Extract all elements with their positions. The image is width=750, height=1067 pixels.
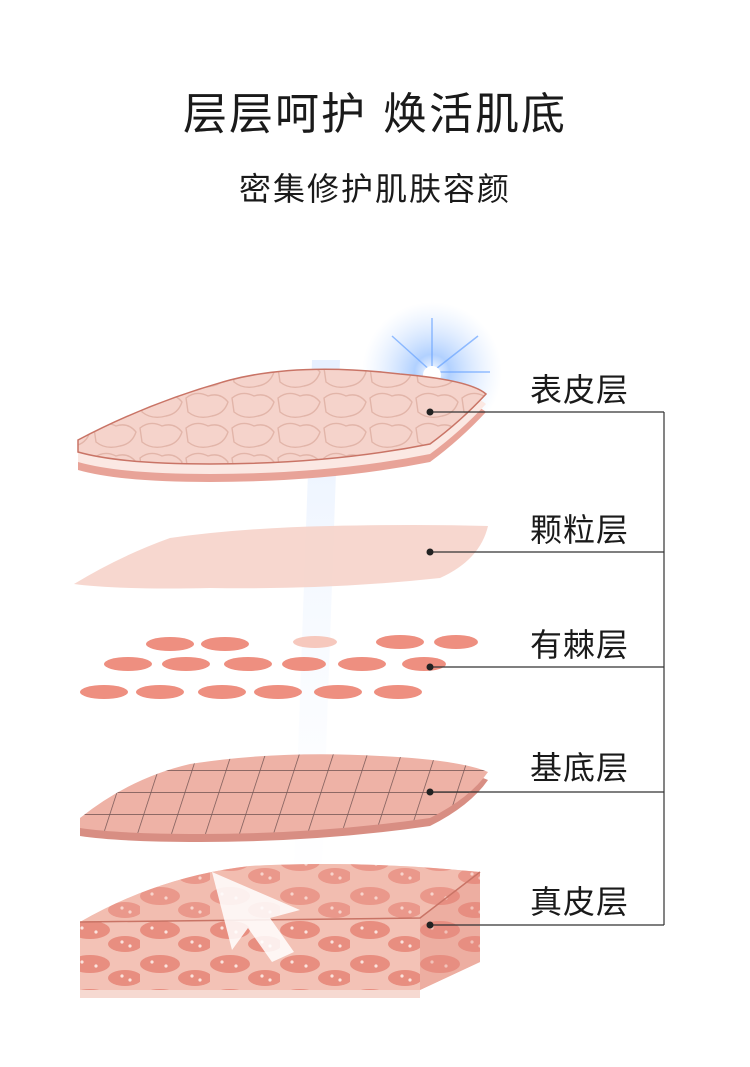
label-spinous: 有棘层 — [530, 626, 630, 664]
label-epidermis: 表皮层 — [530, 371, 630, 409]
label-granular: 颗粒层 — [530, 511, 630, 549]
spinous-layer — [80, 635, 478, 699]
page-subtitle: 密集修护肌肤容颜 — [238, 170, 511, 208]
epidermis-layer — [77, 368, 488, 482]
granular-layer — [74, 525, 488, 589]
leader-lines — [430, 411, 665, 926]
page-title: 层层呵护 焕活肌底 — [183, 89, 567, 140]
leader-dots — [426, 408, 434, 929]
basal-layer — [80, 754, 488, 842]
dermis-layer — [79, 864, 481, 998]
label-dermis: 真皮层 — [530, 883, 630, 921]
label-basal: 基底层 — [530, 749, 630, 787]
penetration-arrow-icon — [212, 872, 300, 962]
